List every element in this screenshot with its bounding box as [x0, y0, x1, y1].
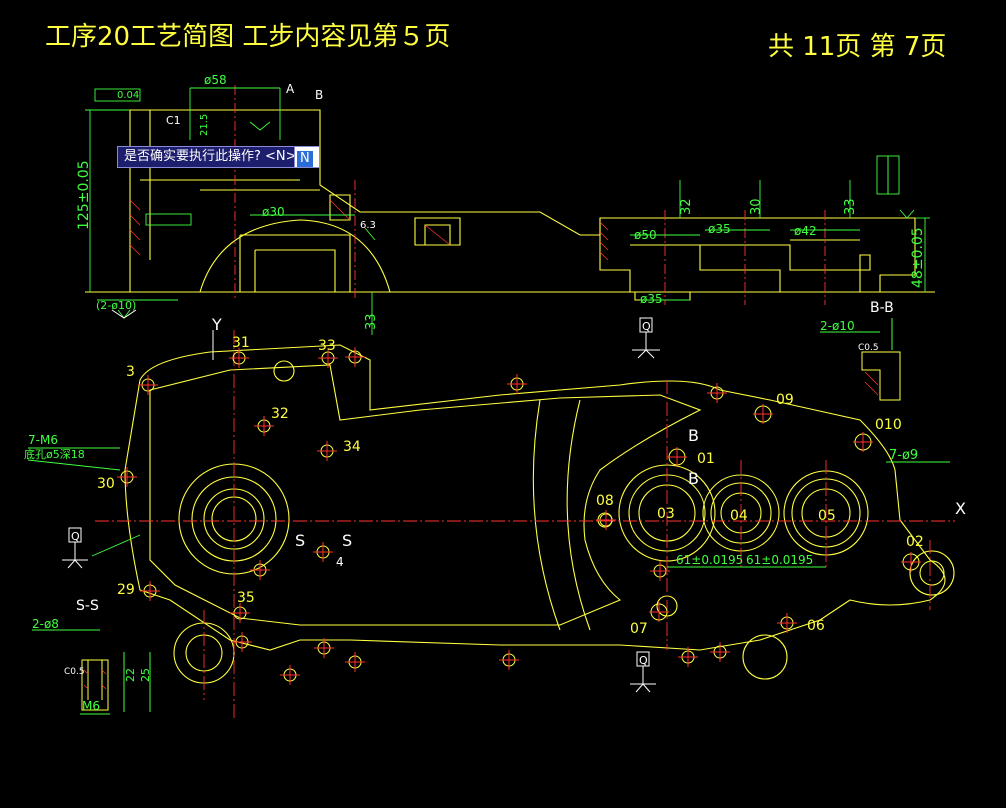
label-07: 07: [630, 621, 648, 637]
datum-b-label: B: [315, 88, 323, 102]
datum-q-1: Q: [71, 530, 80, 543]
prompt-input-value[interactable]: N: [297, 151, 313, 167]
datum-q-2: Q: [642, 320, 651, 333]
datum-a-label: A: [286, 82, 295, 96]
label-09: 09: [776, 392, 794, 408]
dim-tol-42: ø42: [794, 224, 817, 238]
section-b-top: B: [688, 426, 699, 445]
holes-ref-label: (2-ø10): [96, 299, 136, 312]
thread-m6: M6: [82, 699, 100, 713]
datum-q-3: Q: [639, 654, 648, 667]
dimension-text: ø58 ø30 ø50 ø35 ø42 ø35 125±0.05 48±0.05…: [24, 73, 926, 713]
label-04: 04: [730, 508, 748, 524]
axis-y-label: Y: [211, 315, 222, 334]
label-32: 32: [271, 406, 289, 422]
datum-symbols: [62, 309, 660, 693]
thread-label: 7-M6: [28, 433, 58, 447]
hole-markers: [117, 347, 921, 685]
label-06: 06: [807, 618, 825, 634]
dim-61b: 61±0.0195: [746, 553, 813, 567]
dim-30: 30: [749, 198, 764, 215]
chamfer-c1: C1: [166, 114, 181, 127]
dim-48: 48±0.05: [910, 227, 926, 288]
section-b-bot: B: [688, 469, 699, 488]
dim-125: 125±0.05: [76, 160, 92, 230]
section-details: [32, 318, 901, 715]
top-section-view: [85, 85, 935, 305]
section-s-left: S: [295, 531, 305, 550]
note-text: C1 C0.5 C0.5 6.3: [64, 114, 879, 677]
dim-33: 33: [843, 198, 858, 215]
label-010: 010: [875, 417, 902, 433]
label-05: 05: [818, 508, 836, 524]
dim-32: 32: [679, 198, 694, 215]
section-s-right: S: [342, 531, 352, 550]
point-labels: 31 33 3 32 34 30 29 35 01 02 03 04 05 06…: [97, 335, 924, 637]
centerlines: [95, 330, 955, 720]
prompt-input-field[interactable]: N: [294, 146, 320, 168]
dim-tol-58: ø58: [204, 73, 227, 87]
chamfer-c05a: C0.5: [858, 343, 879, 353]
process-title: 工序20工艺简图 工步内容见第５页: [45, 22, 451, 52]
view-ss-label: S-S: [76, 598, 99, 614]
plan-dimensions: [27, 447, 950, 568]
view-bb-label: B-B: [870, 300, 894, 316]
hole-label-1: 2-ø10: [820, 319, 855, 333]
dim-tol-35a: ø35: [708, 222, 731, 236]
label-3: 3: [126, 364, 135, 380]
top-dimensions: [85, 87, 930, 335]
label-35: 35: [237, 590, 255, 606]
label-34: 34: [343, 439, 361, 455]
label-02: 02: [906, 534, 924, 550]
command-prompt: 是否确实要执行此操作? <N>: [117, 146, 304, 168]
view-marks: X Y B-B S-S S S 4 B B A B Q Q Q: [71, 82, 966, 667]
label-30: 30: [97, 476, 115, 492]
roughness-63: 6.3: [360, 220, 376, 231]
dim-25: 25: [139, 668, 152, 682]
pattern-label: 7-ø9: [889, 448, 918, 463]
axis-x-label: X: [955, 499, 966, 518]
label-03: 03: [657, 506, 675, 522]
dim-21: 21.5: [199, 114, 210, 136]
dim-61a: 61±0.0195: [676, 553, 743, 567]
label-01: 01: [697, 451, 715, 467]
flatness-tol: 0.04: [117, 90, 139, 101]
dim-33b: 33: [364, 313, 379, 330]
page-count: 共 11页 第 7页: [768, 32, 947, 62]
label-33: 33: [318, 338, 336, 354]
dim-tol-35b: ø35: [640, 292, 663, 306]
hole-label-2: 2-ø8: [32, 617, 59, 631]
label-08: 08: [596, 493, 614, 509]
depth-label: 底孔ø5深18: [24, 447, 85, 461]
dim-tol-30: ø30: [262, 205, 285, 219]
chamfer-c05b: C0.5: [64, 667, 85, 677]
dim-22: 22: [124, 668, 137, 682]
label-29: 29: [117, 582, 135, 598]
dim-tol-50: ø50: [634, 228, 657, 242]
label-31: 31: [232, 335, 250, 351]
section-s-num: 4: [336, 555, 344, 569]
